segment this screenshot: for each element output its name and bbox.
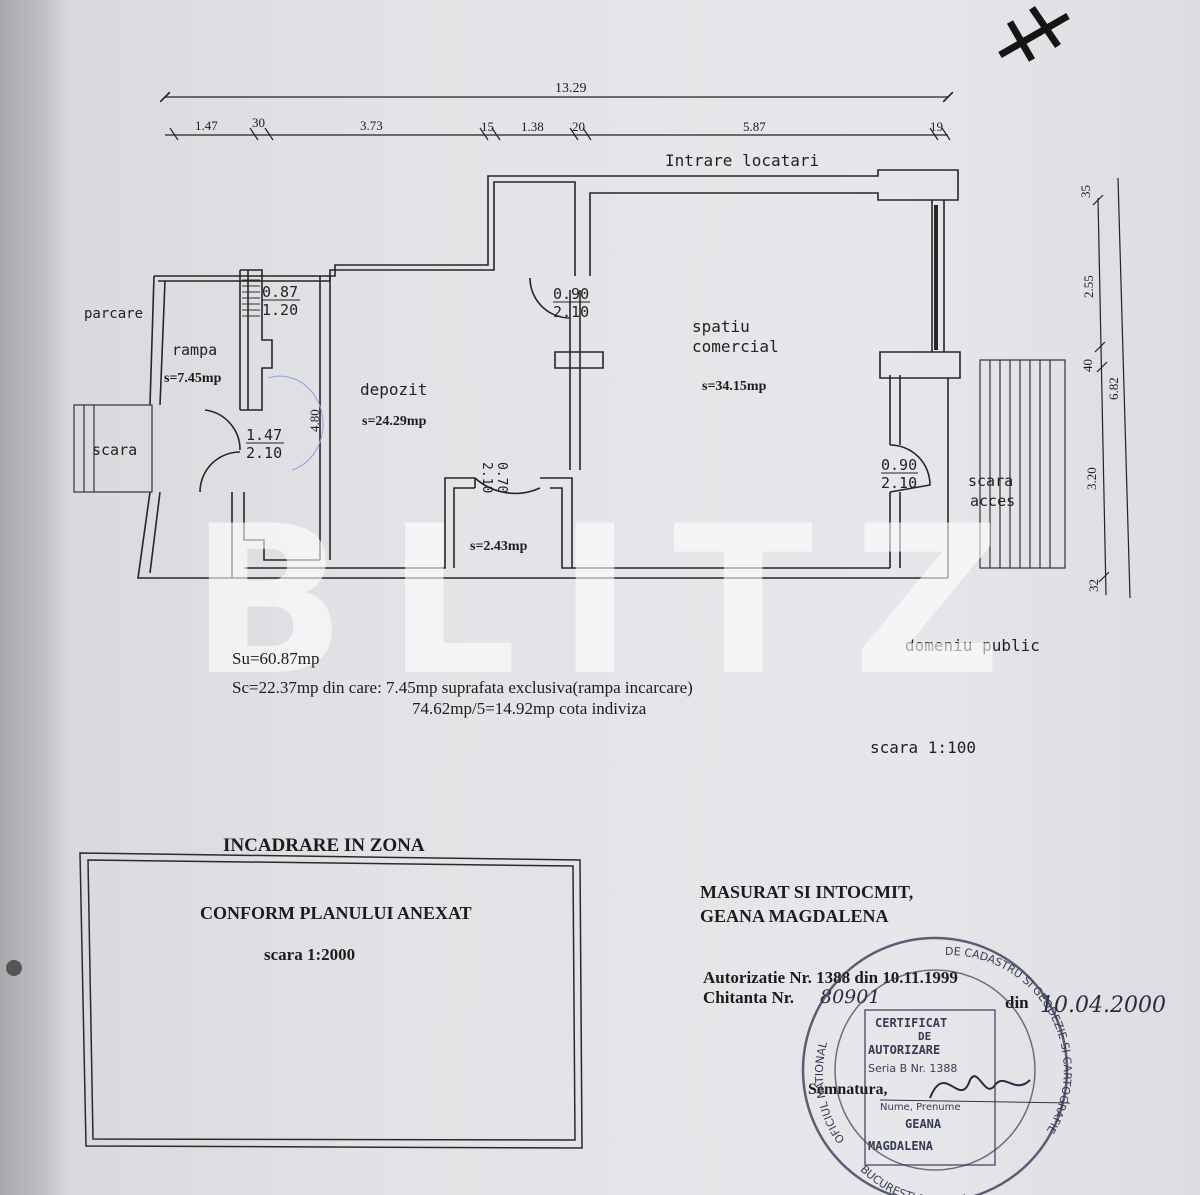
receipt-date-label: din [1005,993,1029,1012]
top-dimensions [159,91,954,141]
dim-seg-1: 1.47 [195,118,218,133]
binder-hole [6,960,22,976]
opening-ramp-door-w: 1.47 [246,426,282,444]
opening-ramp-door-h: 2.10 [246,444,282,462]
label-storage-area: s=24.29mp [362,414,427,429]
dim-right-2: 2.55 [1081,275,1096,298]
dim-right-overall: 6.82 [1106,377,1121,400]
receipt-value: 80901 [820,986,880,1008]
left-stairs [73,404,153,493]
label-parking: parcare [84,306,143,322]
opening-small-door-h: 2.10 [479,462,494,493]
stamp-name-1: GEANA [905,1117,942,1131]
receipt-date: 10.04.2000 [1040,993,1166,1018]
authorization-number: Autorizatie Nr. 1388 din 10.11.1999 [703,968,958,987]
summary-sc: Sc=22.37mp din care: 7.45mp suprafata ex… [232,678,693,697]
label-ramp: rampa [172,341,217,359]
zone-line-2: scara 1:2000 [264,945,355,964]
label-entrance: Intrare locatari [665,151,819,170]
label-small-area: s=2.43mp [470,539,528,554]
walls [137,169,961,579]
stamp-title-2: DE [918,1030,931,1043]
dim-seg-8: 19 [930,119,943,134]
label-commercial-1: spatiu [692,317,750,336]
stamp-title-3: AUTORIZARE [868,1043,940,1057]
opening-right-door-h: 2.10 [881,474,917,492]
summary-quota: 74.62mp/5=14.92mp cota indiviza [412,699,647,718]
label-access-stair-1: scara [968,472,1013,490]
opening-mid-door-w: 0.90 [553,285,589,303]
door-swings [199,277,931,495]
signature-label: Semnatura, [808,1081,888,1098]
stamp-ring-right: DE CADASTRU SI GEODEZIE SI CARTOGRAFIE [945,945,1074,1136]
zone-line-1: CONFORM PLANULUI ANEXAT [200,903,472,923]
label-public-domain: domeniu public [905,636,1040,655]
label-access-stair-2: acces [970,492,1015,510]
window-mark [242,279,260,317]
dim-seg-7: 5.87 [743,119,766,134]
dim-seg-4: 15 [481,119,494,134]
stamp-name-label: Nume, Prenume [880,1102,961,1113]
opening-mid-door-h: 2.10 [553,303,589,321]
dim-right-5: 32 [1086,579,1101,592]
label-storage: depozit [360,380,427,399]
dim-seg-3: 3.73 [360,118,383,133]
summary-su: Su=60.87mp [232,649,320,668]
dim-right-4: 3.20 [1084,467,1099,490]
opening-window-bottom: 1.20 [262,301,298,319]
dim-overall-top: 13.29 [555,81,587,96]
zone-frame [79,852,583,1149]
label-commercial-2: comercial [692,337,779,356]
stamp-name-2: MAGDALENA [868,1139,934,1153]
signature-line [879,1099,1071,1104]
dim-seg-5: 1.38 [521,119,544,134]
opening-window-top: 0.87 [262,283,298,301]
north-arrow-icon [998,6,1070,62]
opening-right-door-w: 0.90 [881,456,917,474]
opening-small-door-w: 0.70 [494,462,509,493]
receipt-label: Chitanta Nr. [703,988,794,1007]
stamp-series: Seria B Nr. 1388 [868,1062,957,1075]
dim-seg-2: 30 [252,115,265,130]
surveyor-name: GEANA MAGDALENA [700,906,889,926]
pencil-mark [267,375,324,471]
stamp-title-1: CERTIFICAT [875,1016,947,1030]
dim-right-3: 40 [1080,359,1095,372]
label-stair-left: scara [92,441,137,459]
right-dimensions [1092,177,1131,599]
handwritten-signature [929,1075,1031,1099]
zone-heading: INCADRARE IN ZONA [223,835,425,856]
access-stairs [979,359,1066,569]
measured-by: MASURAT SI INTOCMIT, [700,882,913,902]
label-ramp-area: s=7.45mp [164,371,222,386]
watermark-logo: BLITZ [190,483,1042,721]
label-commercial-area: s=34.15mp [702,379,767,394]
label-storage-height: 4.80 [307,409,322,432]
summary-scale: scara 1:100 [870,738,976,757]
dim-right-1: 35 [1078,185,1093,198]
dim-seg-6: 20 [572,119,585,134]
